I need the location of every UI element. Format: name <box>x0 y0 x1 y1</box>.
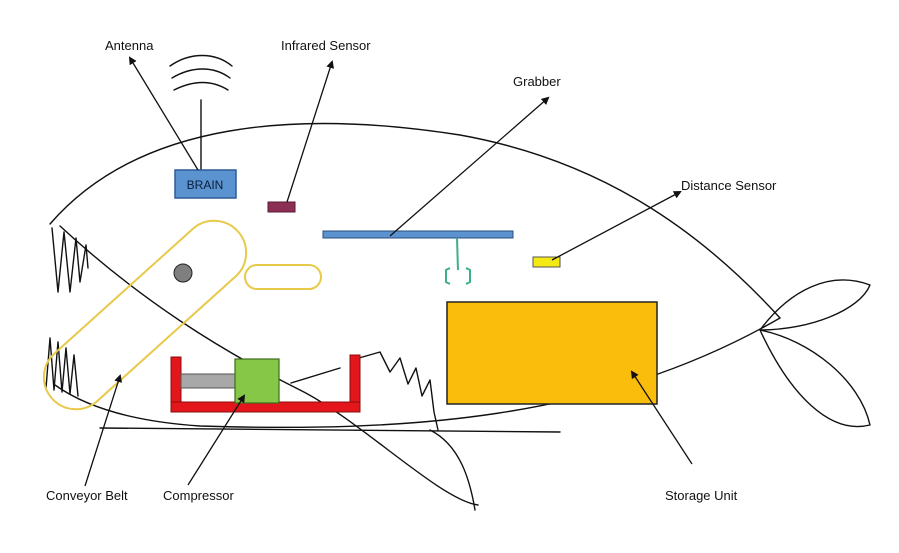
tail-upper-fin <box>759 279 871 331</box>
label-antenna: Antenna <box>105 38 154 53</box>
antenna-wave-middle <box>171 68 231 79</box>
storage-unit-box <box>446 301 658 405</box>
frame-right-post <box>349 354 361 410</box>
fish-belly-fin <box>429 429 476 511</box>
label-storage-unit: Storage Unit <box>665 488 738 503</box>
fish-upper-teeth <box>51 227 89 293</box>
distance-sensor-block <box>532 256 561 268</box>
label-grabber: Grabber <box>513 74 561 89</box>
gill-oval <box>244 264 322 290</box>
labels: Antenna Infrared Sensor Grabber Distance… <box>46 38 777 503</box>
fish-upper-outline <box>49 122 781 319</box>
conveyor-belt-loop <box>42 219 248 411</box>
antenna-wave-outer <box>169 54 233 67</box>
antenna <box>169 54 233 171</box>
frame-left-post <box>170 356 182 410</box>
compressor-assembly <box>170 354 361 413</box>
antenna-wave-inner <box>173 81 229 91</box>
fish-chin-line <box>99 427 561 433</box>
fish-mouth-line <box>59 225 479 506</box>
leader-lines <box>84 56 693 487</box>
piston-rod <box>180 373 237 389</box>
brain-label: BRAIN <box>187 178 224 192</box>
antenna-leader <box>128 56 199 171</box>
label-compressor: Compressor <box>163 488 234 503</box>
fish-body <box>45 122 781 511</box>
compressor-leader <box>187 394 246 486</box>
label-distance-sensor: Distance Sensor <box>681 178 777 193</box>
fish-tail <box>759 279 871 428</box>
brain-unit: BRAIN <box>174 169 237 199</box>
grabber-leader <box>389 96 550 237</box>
grabber-arm <box>456 237 459 271</box>
grabber-claw <box>445 267 471 285</box>
brain-box <box>174 169 237 199</box>
label-infrared-sensor: Infrared Sensor <box>281 38 371 53</box>
tail-lower-fin <box>759 329 871 428</box>
grabber-unit <box>322 230 514 285</box>
grabber-bar <box>322 230 514 239</box>
infrared-leader <box>286 60 334 203</box>
conveyor-leader <box>84 374 122 487</box>
storage-leader <box>630 370 693 465</box>
distance-leader <box>551 191 682 261</box>
fish-eye <box>173 263 193 283</box>
compressor-link-line <box>290 367 341 384</box>
fish-back-serration <box>351 351 439 431</box>
compressor-block <box>234 358 280 404</box>
infrared-sensor-block <box>267 201 296 213</box>
label-conveyor-belt: Conveyor Belt <box>46 488 128 503</box>
